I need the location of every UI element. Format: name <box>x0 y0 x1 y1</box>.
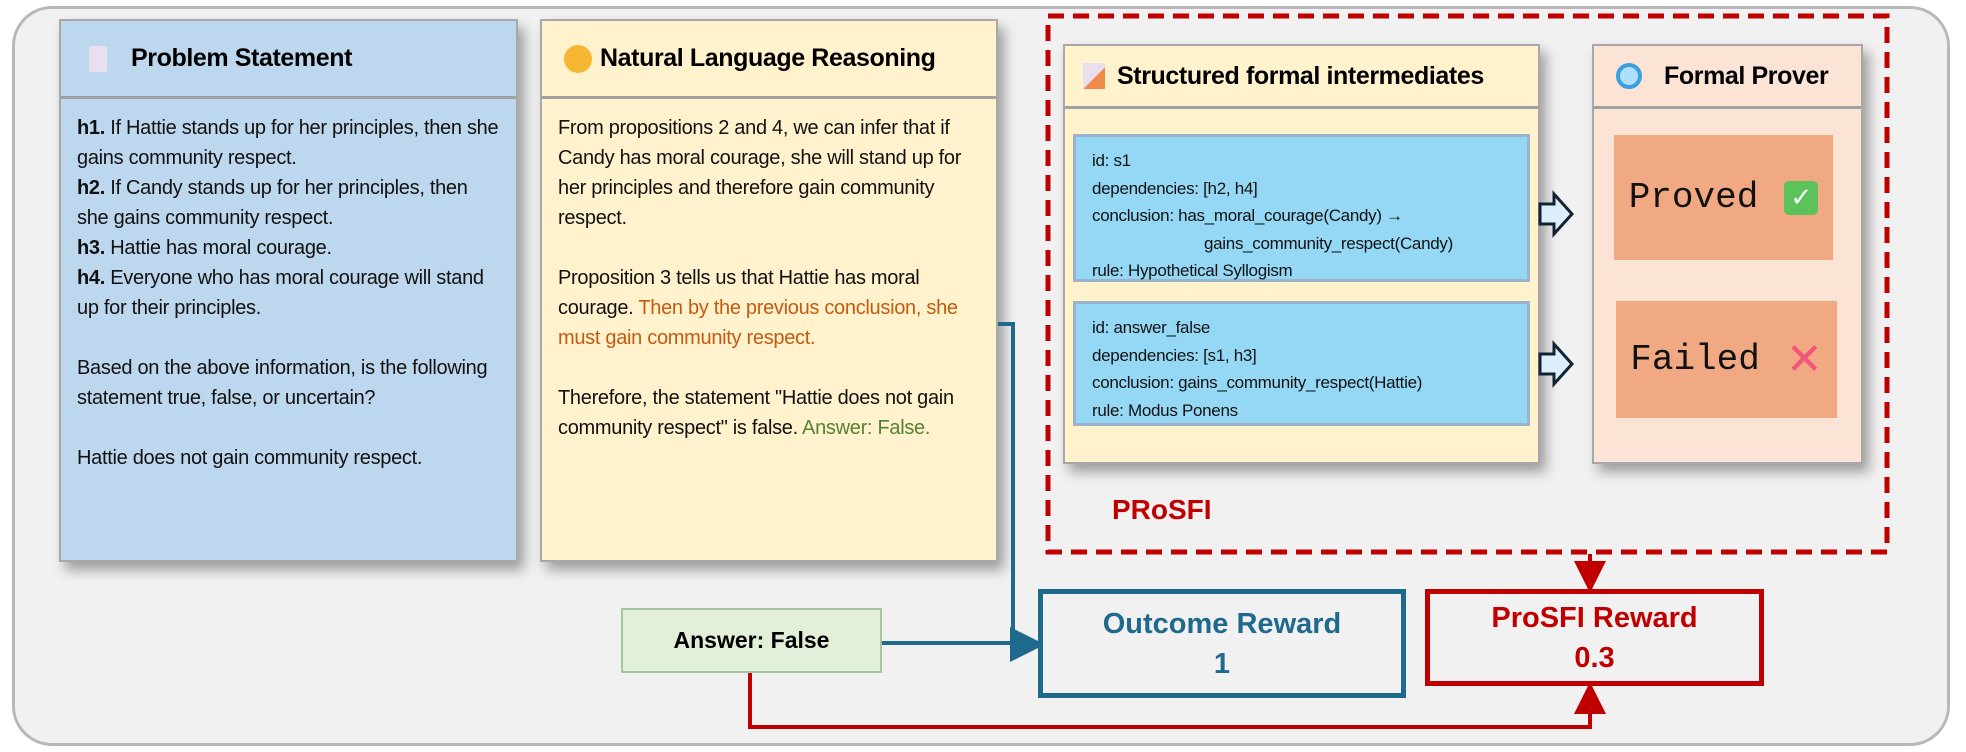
problem-statement-body: h1. If Hattie stands up for her principl… <box>61 99 516 560</box>
sfi-header: Structured formal intermediates <box>1065 46 1538 109</box>
problem-statement-title: Problem Statement <box>131 44 353 72</box>
formal-step-s1: id: s1 dependencies: [h2, h4] conclusion… <box>1073 134 1530 282</box>
hypothesis-h3: h3. Hattie has moral courage. <box>77 237 332 259</box>
answer-to-prosfi-arrow <box>748 673 1606 729</box>
outcome-reward-value: 1 <box>1213 647 1231 680</box>
memo-pencil-icon <box>1083 63 1105 89</box>
question-text: Based on the above information, is the f… <box>77 357 488 409</box>
formal-prover-header: Formal Prover <box>1594 46 1861 109</box>
highlighted-step: Then by the previous conclusion, she mus… <box>558 297 958 349</box>
reasoning-body: From propositions 2 and 4, we can infer … <box>542 99 996 560</box>
result-failed: Failed ✕ <box>1616 301 1837 418</box>
hypothesis-h4: h4. Everyone who has moral courage will … <box>77 267 484 319</box>
check-icon: ✓ <box>1784 180 1819 215</box>
prosfi-reward-title: ProSFI Reward <box>1491 601 1698 634</box>
cross-icon: ✕ <box>1785 334 1823 385</box>
result-proved: Proved ✓ <box>1614 135 1833 260</box>
prosfi-reward-value: 0.3 <box>1574 641 1615 674</box>
step2-arrow-icon <box>1538 340 1575 388</box>
formal-step-answer-false: id: answer_false dependencies: [s1, h3] … <box>1073 301 1530 426</box>
reasoning-header: Natural Language Reasoning <box>542 21 996 99</box>
statement-text: Hattie does not gain community respect. <box>77 447 423 469</box>
problem-statement-header: Problem Statement <box>61 21 516 99</box>
prosfi-label: PRoSFI <box>1112 494 1212 525</box>
reasoning-card: Natural Language Reasoning From proposit… <box>540 19 998 562</box>
reasoning-answer: Answer: False. <box>802 417 931 439</box>
answer-false-box: Answer: False <box>621 608 882 673</box>
reasoning-paragraph-3: Therefore, the statement "Hattie does no… <box>558 387 954 439</box>
document-icon <box>89 45 107 72</box>
hypothesis-h2: h2. If Candy stands up for her principle… <box>77 177 468 229</box>
reasoning-title: Natural Language Reasoning <box>600 44 936 72</box>
hypothesis-h1: h1. If Hattie stands up for her principl… <box>77 117 499 169</box>
reasoning-to-outcome-arrow <box>998 322 1042 662</box>
reasoning-paragraph-1: From propositions 2 and 4, we can infer … <box>558 117 962 229</box>
prosfi-dashed-region <box>1045 13 1890 555</box>
step1-arrow-icon <box>1538 190 1575 238</box>
outcome-reward-title: Outcome Reward <box>1102 607 1342 640</box>
thinking-face-icon <box>564 44 592 73</box>
outcome-reward-box: Outcome Reward 1 <box>1038 589 1406 698</box>
reasoning-paragraph-2: Proposition 3 tells us that Hattie has m… <box>558 267 958 349</box>
problem-statement-card: Problem Statement h1. If Hattie stands u… <box>59 19 518 562</box>
formal-prover-title: Formal Prover <box>1664 61 1829 90</box>
sfi-title: Structured formal intermediates <box>1117 61 1484 90</box>
magnifier-icon <box>1616 63 1642 89</box>
